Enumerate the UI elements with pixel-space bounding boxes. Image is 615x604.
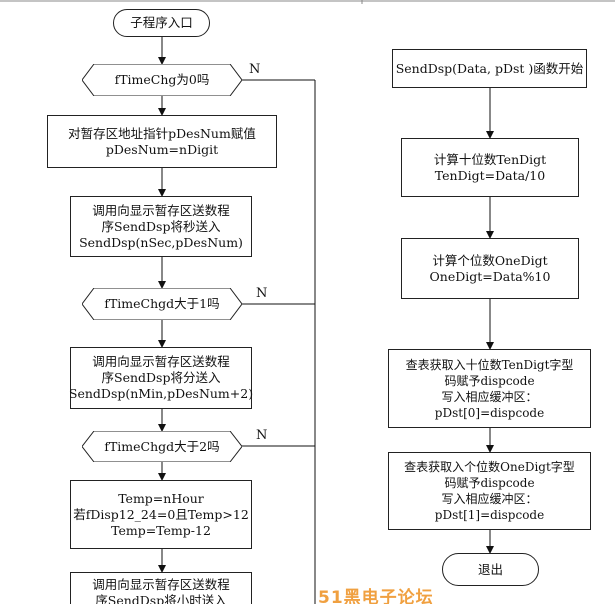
calc-one-line1: 计算个位数OneDigt [432,252,548,268]
calc-ten-line1: 计算十位数TenDigt [433,151,547,167]
send-seconds-box: 调用向显示暂存区送数程 序SendDsp将秒送入 SendDsp(nSec,pD… [70,196,252,257]
assign-pointer-box: 对暂存区地址指针pDesNum赋值 pDesNum=nDigit [47,115,277,168]
exit-label: 退出 [477,561,503,577]
send-minutes-line2: 序SendDsp将分送入 [101,370,221,385]
decision-gt1: fTimeChgd大于1吗 [82,288,242,320]
send-hour-line1: 调用向显示暂存区送数程 [92,577,230,592]
lookup-ten-line4: pDst[0]=dispcode [434,405,545,420]
decision-gt1-label: fTimeChgd大于1吗 [104,296,220,311]
assign-pointer-line1: 对暂存区地址指针pDesNum赋值 [68,125,256,141]
hour-calc-box: Temp=nHour 若fDisp12_24=0且Temp>12 Temp=Te… [70,480,252,549]
lookup-one-line1: 查表获取入个位数OneDigt字型 [404,460,575,474]
hour-calc-line3: Temp=Temp-12 [111,522,211,538]
watermark-text: 51黑电子论坛 [318,588,434,604]
calc-ten-line2: TenDigt=Data/10 [434,167,546,183]
calc-one-line2: OneDigt=Data%10 [429,268,551,284]
lookup-one-box: 查表获取入个位数OneDigt字型 码赋予dispcode 写入相应缓冲区： p… [388,452,591,530]
hour-calc-line1: Temp=nHour [118,490,204,506]
lookup-ten-line1: 查表获取入十位数TenDigt字型 [405,357,574,372]
decision-time-chg-label: fTimeChg为0吗 [114,72,210,87]
decision-time-chg: fTimeChg为0吗 [82,64,242,96]
send-hour-line2: 序SendDsp将小时送入 [95,593,227,604]
no-label-2: N [256,286,268,301]
exit-terminal: 退出 [442,553,539,586]
senddsp-start-label: SendDsp(Data, pDst )函数开始 [395,60,584,76]
calc-one-box: 计算个位数OneDigt OneDigt=Data%10 [401,238,579,299]
entry-label: 子程序入口 [130,15,193,30]
senddsp-start-box: SendDsp(Data, pDst )函数开始 [392,49,587,88]
no-label-3: N [256,428,268,443]
decision-gt2: fTimeChgd大于2吗 [82,431,242,462]
decision-gt2-label: fTimeChgd大于2吗 [104,438,220,454]
lookup-ten-box: 查表获取入十位数TenDigt字型 码赋予dispcode 写入相应缓冲区： p… [388,349,591,428]
send-seconds-line1: 调用向显示暂存区送数程 [92,202,230,218]
top-border [0,0,615,4]
entry-terminal: 子程序入口 [113,9,210,37]
send-minutes-line3: SendDsp(nMin,pDesNum+2) [68,386,254,401]
send-seconds-line2: 序SendDsp将秒送入 [101,218,221,234]
send-hour-box: 调用向显示暂存区送数程 序SendDsp将小时送入 [70,572,252,604]
lookup-one-line3: 写入相应缓冲区： [441,492,538,506]
no-label-1: N [249,62,261,77]
assign-pointer-line2: pDesNum=nDigit [105,141,219,157]
send-seconds-line3: SendDsp(nSec,pDesNum) [79,234,243,250]
send-minutes-box: 调用向显示暂存区送数程 序SendDsp将分送入 SendDsp(nMin,pD… [68,347,254,409]
send-minutes-line1: 调用向显示暂存区送数程 [92,354,230,369]
lookup-one-line2: 码赋予dispcode [444,476,535,490]
lookup-ten-line3: 写入相应缓冲区： [441,389,538,404]
lookup-ten-line2: 码赋予dispcode [444,373,535,388]
lookup-one-line4: pDst[1]=dispcode [434,508,545,522]
hour-calc-line2: 若fDisp12_24=0且Temp>12 [73,506,249,522]
calc-ten-box: 计算十位数TenDigt TenDigt=Data/10 [401,138,579,197]
